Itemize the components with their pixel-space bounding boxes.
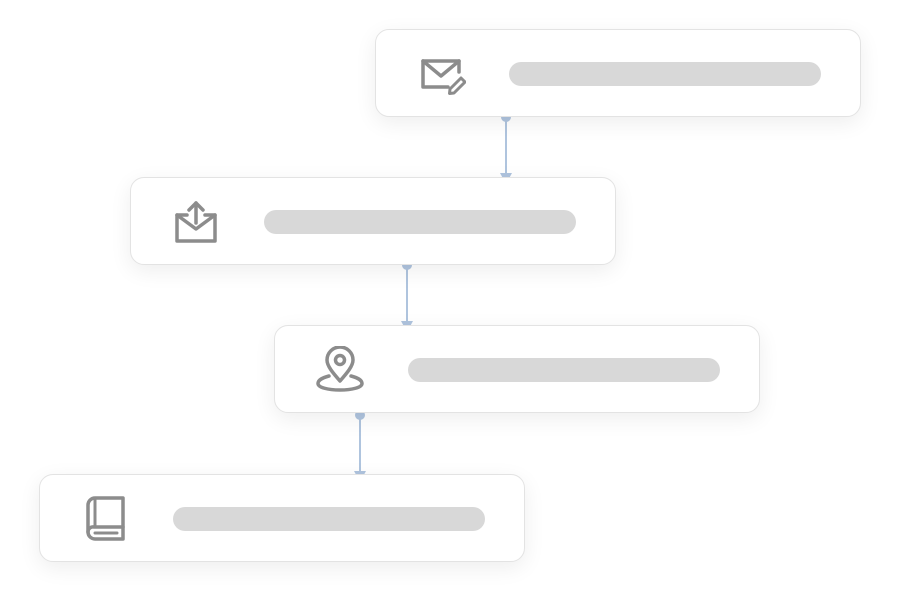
- book-icon: [80, 495, 130, 541]
- flow-step-card-1: [375, 29, 861, 117]
- flow-step-card-3: [274, 325, 760, 413]
- placeholder-bar: [408, 358, 720, 382]
- envelope-upload-icon: [171, 198, 221, 244]
- flow-step-card-2: [130, 177, 616, 265]
- connector-1-to-2: [500, 112, 512, 184]
- connector-3-to-4: [354, 410, 366, 482]
- placeholder-bar: [173, 507, 485, 531]
- placeholder-bar: [509, 62, 821, 86]
- connector-2-to-3: [401, 260, 413, 332]
- envelope-edit-icon: [416, 50, 466, 96]
- placeholder-bar: [264, 210, 576, 234]
- location-pin-icon: [315, 346, 365, 392]
- flow-step-card-4: [39, 474, 525, 562]
